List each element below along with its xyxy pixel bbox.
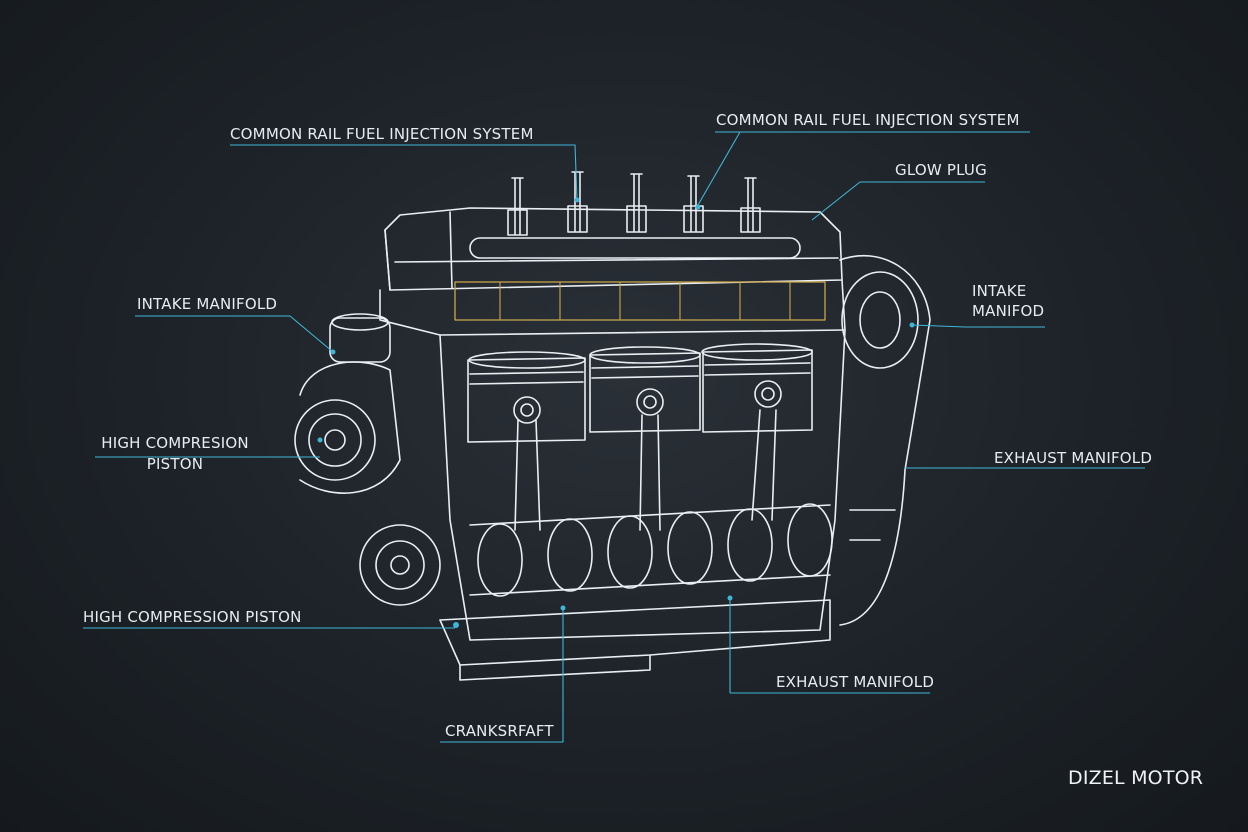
label-glow-plug: GLOW PLUG: [895, 161, 987, 179]
pistons: [467, 343, 813, 443]
crankshaft: [469, 503, 833, 597]
valve-cover: [384, 207, 843, 291]
timing-cover: [839, 255, 931, 626]
label-rail-right: COMMON RAIL FUEL INJECTION SYSTEM: [716, 111, 1020, 129]
oil-pan: [439, 599, 831, 666]
turbocharger: [294, 313, 401, 494]
connecting-rods: [514, 409, 777, 531]
label-intake-left: INTAKE MANIFOLD: [137, 295, 278, 313]
label-exhaust-right: EXHAUST MANIFOLD: [994, 449, 1153, 467]
label-exhaust-bottom: EXHAUST MANIFOLD: [776, 673, 935, 691]
diagram-title: DIZEL MOTOR: [1068, 767, 1204, 789]
label-piston-left-line1: HIGH COMPRESION: [101, 434, 249, 452]
label-intake-right-line2: MANIFOD: [972, 302, 1045, 320]
crank-pulley: [359, 524, 441, 606]
label-piston-bottom: HIGH COMPRESSION PISTON: [83, 608, 302, 626]
label-crankshaft: CRANKSRFAFT: [445, 722, 554, 740]
callout-dots: [317, 197, 915, 628]
engine-block: [379, 279, 846, 641]
label-intake-right-line1: INTAKE: [972, 282, 1027, 300]
label-piston-left-line2: PISTON: [146, 455, 204, 473]
injectors: [507, 171, 761, 236]
fuel-rail: [469, 237, 801, 259]
leader-lines: [83, 131, 1145, 743]
label-rail-left: COMMON RAIL FUEL INJECTION SYSTEM: [230, 125, 534, 143]
